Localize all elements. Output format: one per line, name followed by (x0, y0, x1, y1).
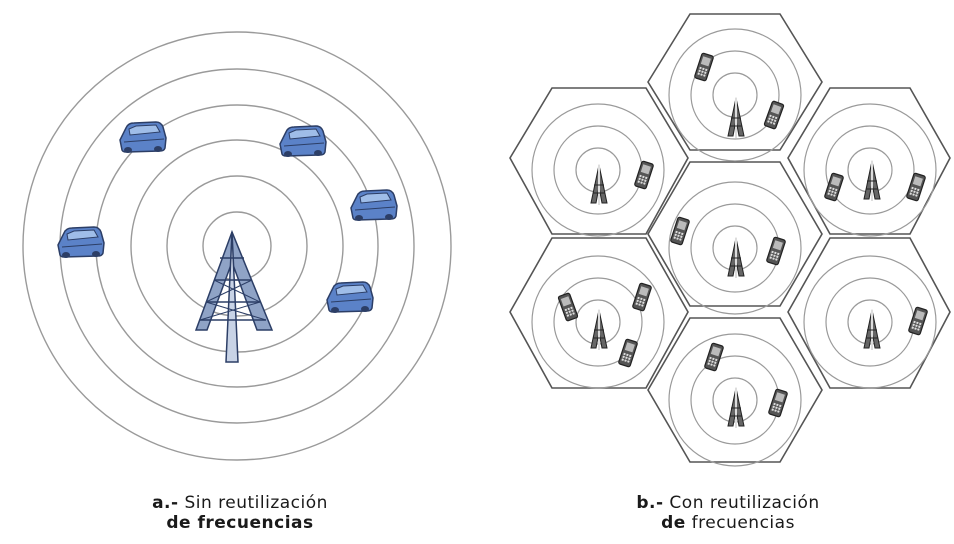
caption-b-line2-bold: de (661, 513, 686, 533)
caption-b-line2-rest: frecuencias (685, 513, 795, 533)
vehicle-icon (57, 226, 105, 259)
vehicle-icon (350, 189, 398, 222)
caption-a-line1: Sin reutilización (178, 493, 328, 513)
caption-panel-b: b.- Con reutilización de frecuencias (618, 493, 838, 533)
caption-b-prefix: b.- (636, 493, 664, 513)
cell-tower-icon (194, 229, 274, 363)
vehicle-icon (326, 281, 374, 314)
caption-a-prefix: a.- (152, 493, 179, 513)
vehicle-icon (119, 121, 167, 154)
caption-panel-a: a.- Sin reutilización de frecuencias (140, 493, 340, 533)
vehicle-icon (279, 125, 327, 158)
caption-a-line2: de frecuencias (166, 513, 314, 533)
cell-hexagons (509, 13, 951, 463)
caption-b-line1: Con reutilización (663, 493, 820, 513)
